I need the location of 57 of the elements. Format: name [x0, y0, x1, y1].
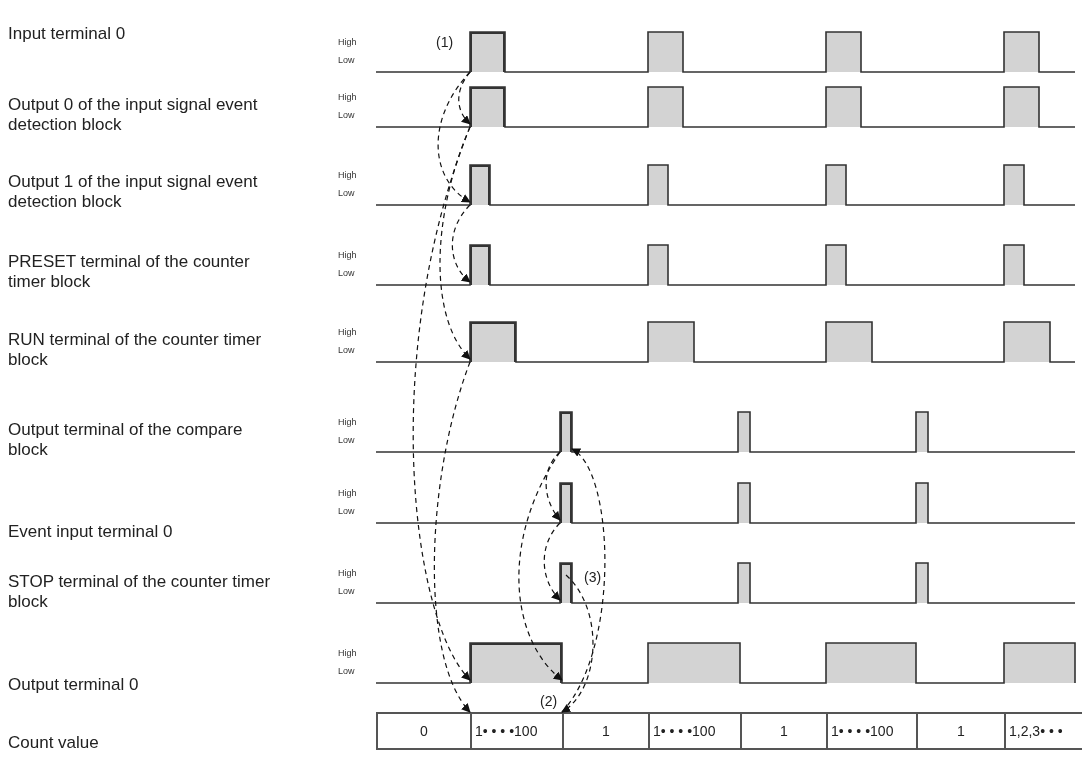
arrow [561, 574, 594, 713]
pulse [470, 165, 490, 205]
level-label: Low [338, 666, 355, 676]
signal-label: Count value [8, 733, 100, 753]
count-cell: 1 [562, 712, 648, 750]
count-cell: 1,2,3• • • [1004, 712, 1082, 750]
arrow [412, 126, 471, 681]
level-label: High [338, 170, 357, 180]
signal-label: Output terminal 0 [8, 675, 140, 695]
level-label: Low [338, 110, 355, 120]
level-label: Low [338, 506, 355, 516]
arrow [458, 71, 471, 125]
level-label: High [338, 648, 357, 658]
level-label: Low [338, 586, 355, 596]
signal-label: Output 1 of the input signal event detection block [8, 172, 259, 212]
signal-label: Input terminal 0 [8, 24, 127, 44]
signal-label: RUN terminal of the counter timer block [8, 330, 263, 370]
arrow [437, 71, 471, 203]
count-cell: 1 [916, 712, 1004, 750]
level-label: Low [338, 55, 355, 65]
signal-label: Event input terminal 0 [8, 522, 174, 542]
count-cell: 0 [376, 712, 470, 750]
level-label: Low [338, 188, 355, 198]
count-cell: 1• • • •100 [470, 712, 562, 750]
arrow [433, 361, 471, 713]
callout-number: (2) [540, 693, 558, 709]
pulse [470, 32, 505, 72]
signal-label: STOP terminal of the counter timer block [8, 572, 272, 612]
callout-number: (1) [436, 34, 454, 50]
arrow [543, 522, 561, 601]
count-cell: 1 [740, 712, 826, 750]
pulse [560, 483, 572, 523]
callout-number: (3) [584, 569, 602, 585]
level-label: High [338, 568, 357, 578]
level-label: High [338, 327, 357, 337]
arrow [545, 451, 561, 521]
level-label: High [338, 92, 357, 102]
pulse [470, 322, 516, 362]
signal-label: PRESET terminal of the counter timer block [8, 252, 251, 292]
arrow [451, 204, 471, 283]
level-label: High [338, 250, 357, 260]
signal-label: Output terminal of the compare block [8, 420, 244, 460]
pulse [470, 643, 562, 683]
level-label: High [338, 417, 357, 427]
level-label: Low [338, 345, 355, 355]
level-label: High [338, 488, 357, 498]
level-label: High [338, 37, 357, 47]
count-cell: 1• • • •100 [648, 712, 740, 750]
arrow [518, 451, 563, 681]
level-label: Low [338, 268, 355, 278]
signal-label: Output 0 of the input signal event detection block [8, 95, 259, 135]
level-label: Low [338, 435, 355, 445]
pulse [560, 563, 572, 603]
pulse [560, 412, 572, 452]
pulse [470, 245, 490, 285]
count-cell: 1• • • •100 [826, 712, 916, 750]
pulse [470, 87, 505, 127]
